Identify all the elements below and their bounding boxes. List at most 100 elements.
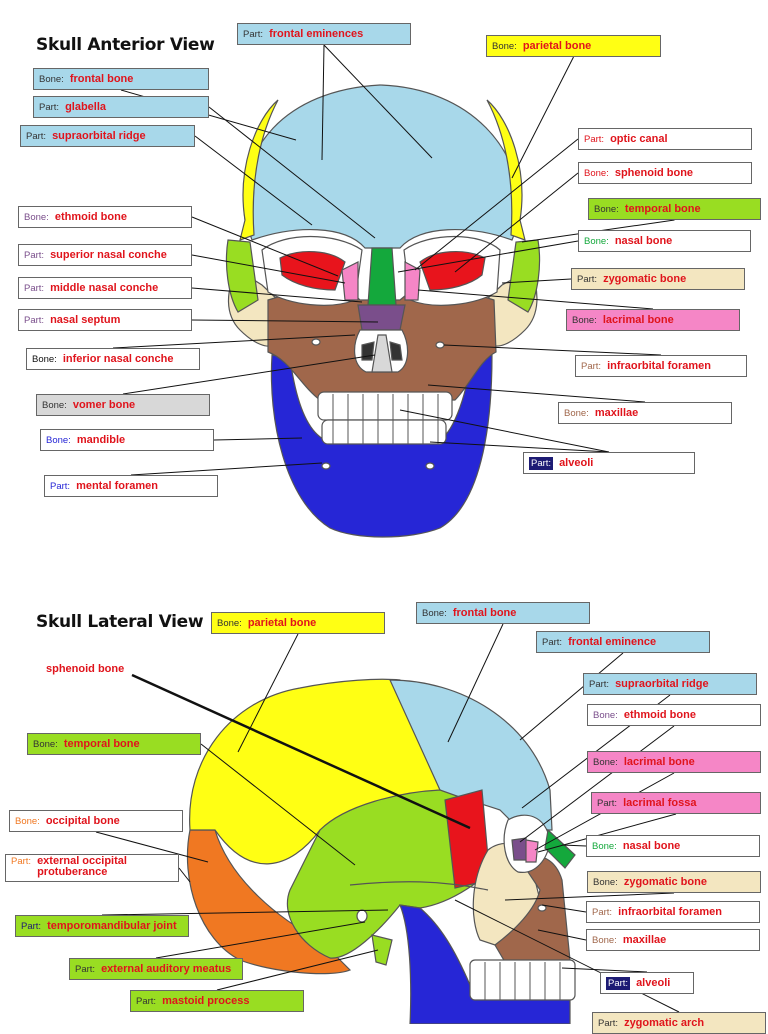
- anterior-frontal: [243, 84, 521, 249]
- anterior-leader-alveoli: [429, 441, 610, 453]
- anterior-lacrimal-right: [404, 261, 421, 301]
- label-text: maxillae: [622, 934, 667, 946]
- lateral-label-temporomandibular-joint: Part:temporomandibular joint: [15, 915, 189, 937]
- label-text: nasal bone: [622, 840, 681, 852]
- label-text: frontal eminence: [568, 636, 657, 648]
- label-text: mastoid process: [162, 995, 250, 1007]
- label-kind: Bone:: [572, 314, 597, 326]
- anterior-leader-maxillae: [427, 384, 646, 403]
- label-text: superior nasal conche: [50, 249, 167, 261]
- label-kind: Part:: [39, 101, 60, 113]
- label-text: mental foramen: [76, 480, 158, 492]
- anterior-leader-nasal-bone: [397, 240, 579, 273]
- lateral-label-frontal-eminence: Part: frontal eminence: [536, 631, 710, 653]
- lateral-leader-nasal-bone: [561, 844, 587, 847]
- lateral-label-lacrimal-fossa: Part:lacrimal fossa: [591, 792, 761, 814]
- label-kind: Bone:: [594, 203, 619, 215]
- label-kind: Part:: [581, 360, 602, 372]
- lateral-teeth-lines: [484, 962, 561, 1000]
- anterior-label-parietal-bone: Bone:parietal bone: [486, 35, 661, 57]
- label-kind: Part:: [243, 28, 264, 40]
- label-kind: Bone:: [593, 709, 618, 721]
- anterior-leader-infraorbital-foramen: [443, 344, 662, 356]
- lateral-label-zygomatic-arch: Part:zygomatic arch: [592, 1012, 766, 1034]
- label-kind: Bone:: [15, 815, 40, 827]
- label-kind: Bone:: [42, 399, 67, 411]
- label-kind: Part:: [136, 995, 157, 1007]
- anterior-label-mandible: Bone: mandible: [40, 429, 214, 451]
- label-kind: Part:: [592, 906, 613, 918]
- label-text: maxillae: [594, 407, 639, 419]
- anterior-infraorbital-foramen-right: [435, 341, 445, 349]
- label-text: supraorbital ridge: [52, 130, 146, 142]
- lateral-lacrimal: [525, 839, 539, 863]
- label-kind: Part:: [584, 133, 605, 145]
- label-text: optic canal: [610, 133, 668, 145]
- label-kind: Part:: [75, 963, 96, 975]
- label-text: alveoli: [559, 457, 594, 469]
- label-kind: Bone:: [592, 934, 617, 946]
- label-text: infraorbital foramen: [607, 360, 711, 372]
- lateral-teeth: [469, 959, 576, 1001]
- anterior-teeth-lines: [332, 394, 439, 444]
- anterior-label-infraorbital-foramen: Part: infraorbital foramen: [575, 355, 747, 377]
- lateral-leader-parietal-bone: [237, 633, 299, 753]
- anterior-ethmoid: [357, 304, 406, 331]
- label-text: supraorbital ridge: [615, 678, 709, 690]
- label-text: temporal bone: [624, 203, 701, 215]
- anterior-label-supraorbital-ridge: Part:supraorbital ridge: [20, 125, 195, 147]
- label-text: ethmoid bone: [623, 709, 696, 721]
- lateral-leader-sphenoid-free: [131, 673, 471, 830]
- label-kind: Part:: [21, 920, 42, 932]
- lateral-label-lacrimal-bone: Bone: lacrimal bone: [587, 751, 761, 773]
- anterior-view-title: Skull Anterior View: [36, 35, 215, 55]
- label-text: external auditory meatus: [101, 963, 232, 975]
- label-kind: Bone:: [46, 434, 71, 446]
- label-text: nasal septum: [50, 314, 121, 326]
- anterior-label-alveoli: Part:alveoli: [523, 452, 695, 474]
- anterior-parietal-right: [486, 99, 526, 241]
- anterior-leader-lacrimal-bone: [417, 289, 654, 310]
- anterior-leader-superior-nasal-conche: [191, 254, 346, 284]
- lateral-label-supraorbital-ridge: Part:supraorbital ridge: [583, 673, 757, 695]
- label-kind: Part:: [597, 797, 618, 809]
- lateral-leader-external-auditory-meatus: [155, 921, 366, 959]
- label-text: ethmoid bone: [54, 211, 127, 223]
- anterior-label-superior-nasal-conche: Part: superior nasal conche: [18, 244, 192, 266]
- label-text: external occipital protuberance: [37, 855, 127, 878]
- label-kind: Part:: [50, 480, 71, 492]
- label-kind: Bone:: [592, 840, 617, 852]
- anterior-leader-inferior-nasal-conche: [112, 334, 356, 349]
- lateral-zygomatic-arch: [349, 881, 489, 891]
- anterior-label-nasal-septum: Part: nasal septum: [18, 309, 192, 331]
- lateral-label-infraorbital-foramen: Part:infraorbital foramen: [586, 901, 760, 923]
- label-kind: Part:: [542, 636, 563, 648]
- anterior-leader-mandible: [213, 437, 303, 441]
- lateral-label-ethmoid-bone: Bone: ethmoid bone: [587, 704, 761, 726]
- label-text: parietal bone: [522, 40, 592, 52]
- label-kind: Part:: [24, 314, 45, 326]
- lateral-label-nasal-bone: Bone: nasal bone: [586, 835, 760, 857]
- lateral-label-alveoli: Part:alveoli: [600, 972, 694, 994]
- anterior-leader-vomer-bone: [122, 354, 376, 395]
- lateral-label-external-occipital-protuberance: Part:external occipital protuberance: [5, 854, 179, 882]
- anterior-upper-teeth: [317, 391, 453, 421]
- anterior-leader-sphenoid-bone: [454, 172, 579, 273]
- anterior-leader-frontal-eminences: [321, 44, 325, 161]
- lateral-nasal: [544, 828, 576, 869]
- anterior-label-frontal-eminences: Part:frontal eminences: [237, 23, 411, 45]
- label-text: mandible: [76, 434, 126, 446]
- anterior-label-temporal-bone: Bone: temporal bone: [588, 198, 761, 220]
- label-kind: Part:: [24, 249, 45, 261]
- label-kind: Bone:: [39, 73, 64, 85]
- anterior-lacrimal-left: [341, 261, 359, 301]
- lateral-leader-temporomandibular-joint: [101, 909, 389, 916]
- label-kind: Bone:: [593, 756, 618, 768]
- label-kind: Part:: [598, 1017, 619, 1029]
- anterior-label-ethmoid-bone: Bone:ethmoid bone: [18, 206, 192, 228]
- label-text: lacrimal bone: [623, 756, 695, 768]
- lateral-leader-infraorbital-foramen: [541, 904, 587, 913]
- anterior-leader-alveoli: [399, 409, 610, 453]
